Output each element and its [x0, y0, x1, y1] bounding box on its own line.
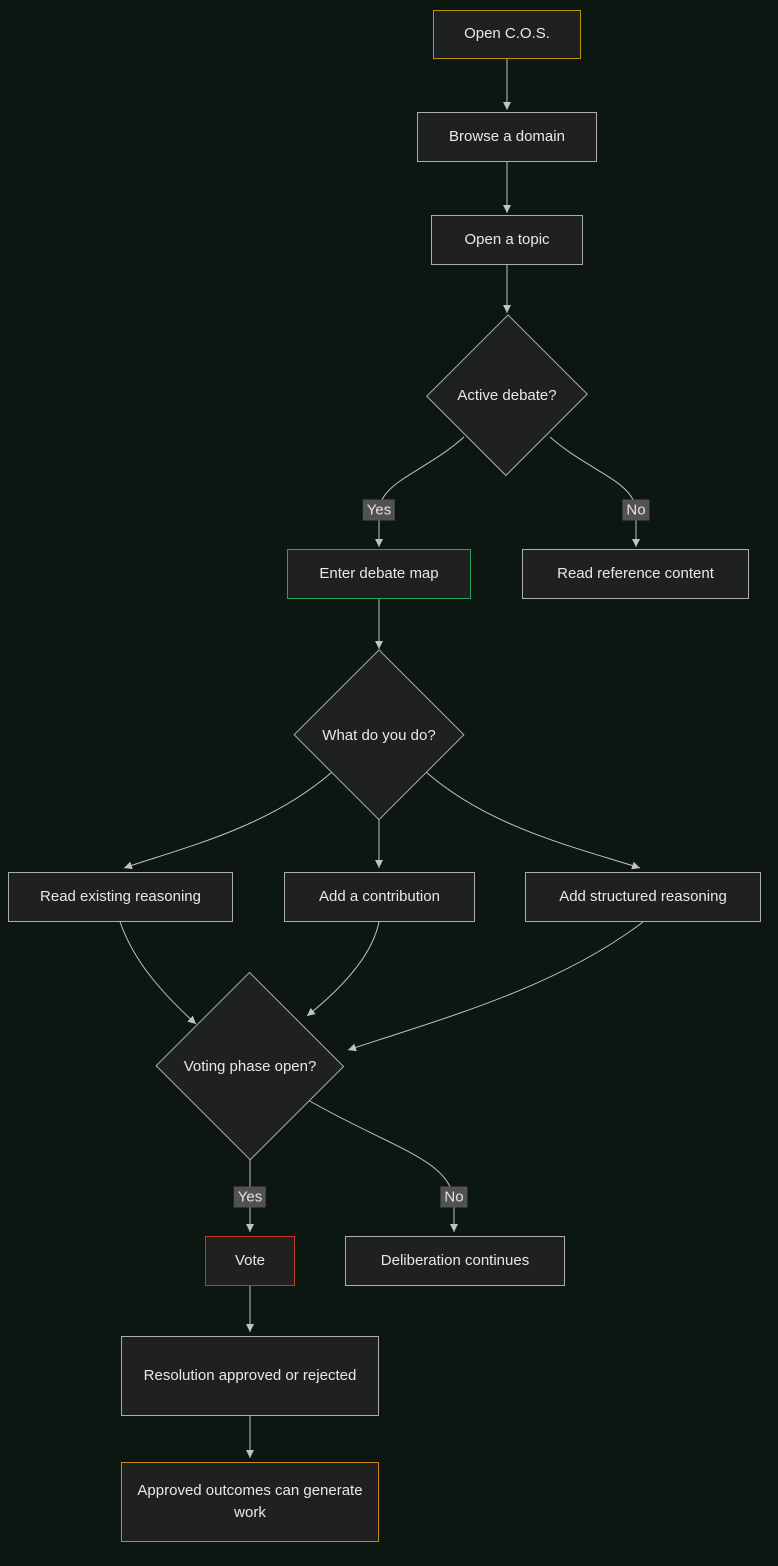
node-vote: Vote [205, 1236, 295, 1286]
node-what-do-you-do-label: What do you do? [322, 726, 436, 744]
node-read-reference-label: Read reference content [557, 564, 714, 582]
node-enter-debate-map-label: Enter debate map [319, 564, 439, 582]
node-open-topic-label: Open a topic [464, 230, 550, 248]
node-read-existing: Read existing reasoning [8, 872, 233, 922]
node-what-do-you-do: What do you do? [295, 651, 463, 819]
node-deliberation: Deliberation continues [345, 1236, 565, 1286]
node-active-debate-label: Active debate? [457, 386, 557, 404]
node-add-contribution: Add a contribution [284, 872, 475, 922]
node-voting-phase-label: Voting phase open? [183, 1057, 317, 1075]
node-voting-phase: Voting phase open? [157, 974, 343, 1158]
node-open-cos: Open C.O.S. [433, 10, 581, 59]
edge-label-active-no: No [622, 499, 650, 521]
node-resolution: Resolution approved or rejected [121, 1336, 379, 1416]
node-approved-outcomes-label: Approved outcomes can generate work [137, 1481, 363, 1522]
node-browse-domain: Browse a domain [417, 112, 597, 162]
node-read-reference: Read reference content [522, 549, 749, 599]
node-vote-label: Vote [234, 1251, 266, 1269]
node-add-structured: Add structured reasoning [525, 872, 761, 922]
node-deliberation-label: Deliberation continues [380, 1251, 530, 1269]
edge-label-active-yes: Yes [362, 499, 396, 521]
node-open-topic: Open a topic [431, 215, 583, 265]
node-read-existing-label: Read existing reasoning [40, 887, 201, 905]
node-browse-domain-label: Browse a domain [449, 127, 565, 145]
node-open-cos-label: Open C.O.S. [464, 25, 550, 43]
node-resolution-label: Resolution approved or rejected [143, 1366, 357, 1384]
edge-label-voting-yes: Yes [233, 1186, 267, 1208]
node-add-contribution-label: Add a contribution [319, 887, 440, 905]
edge-addstructured-voting [347, 921, 644, 1052]
node-add-structured-label: Add structured reasoning [559, 887, 727, 905]
node-enter-debate-map: Enter debate map [287, 549, 471, 599]
node-active-debate: Active debate? [429, 315, 585, 475]
edge-label-voting-no: No [440, 1186, 468, 1208]
node-approved-outcomes: Approved outcomes can generate work [121, 1462, 379, 1542]
